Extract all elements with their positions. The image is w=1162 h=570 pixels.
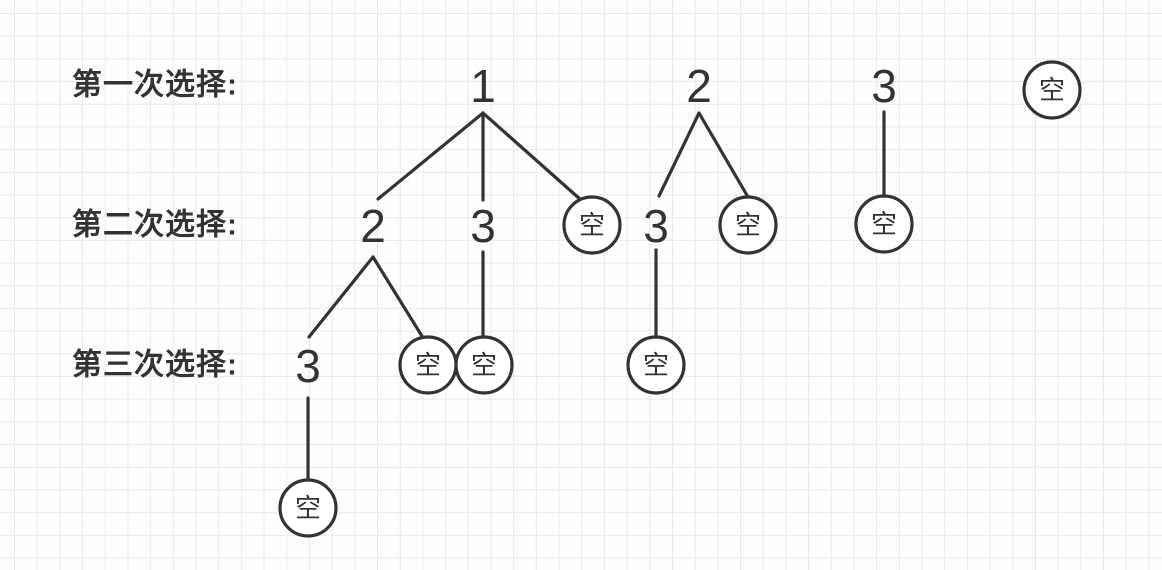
row-label-3: 第三次选择: — [72, 348, 238, 382]
node-label: 空 — [735, 210, 761, 240]
empty-node-circle — [1022, 60, 1082, 120]
empty-node-circle — [278, 478, 338, 538]
node-label: 空 — [579, 210, 605, 240]
empty-node-circle — [626, 335, 686, 395]
node-label: 3 — [643, 200, 669, 252]
empty-node-circle — [854, 194, 914, 254]
tree-node-choice1-empty: 空 — [1022, 60, 1082, 120]
node-label: 空 — [871, 209, 897, 239]
empty-node-circle — [718, 195, 778, 255]
node-label: 1 — [470, 60, 496, 112]
tree-edge-choice1-2-to-choice2-2-3 — [657, 111, 701, 198]
node-label: 空 — [415, 350, 441, 380]
node-label: 2 — [686, 60, 712, 112]
tree-node-choice3-23-empty: 空 — [626, 335, 686, 395]
node-label: 空 — [295, 493, 321, 523]
tree-edge-choice2-1-2-to-choice3-12-empty — [371, 255, 427, 343]
node-label: 空 — [643, 350, 669, 380]
tree-edge-choice1-1-to-choice2-1-2 — [376, 111, 485, 201]
node-label: 3 — [470, 200, 496, 252]
tree-node-choice4-123-empty: 空 — [278, 478, 338, 538]
tree-edge-choice1-2-to-choice2-2-empty — [697, 111, 750, 199]
tree-node-choice2-2-empty: 空 — [718, 195, 778, 255]
tree-node-choice1-1: 1 — [470, 60, 496, 112]
node-label: 3 — [295, 340, 321, 392]
empty-node-circle — [562, 195, 622, 255]
row-label-2: 第二次选择: — [72, 208, 238, 242]
node-label: 3 — [871, 60, 897, 112]
tree-node-choice1-2: 2 — [686, 60, 712, 112]
tree-edge-choice2-1-2-to-choice3-12-3 — [307, 255, 375, 339]
tree-node-choice1-3: 3 — [871, 60, 897, 112]
tree-node-choice2-3-empty: 空 — [854, 194, 914, 254]
row-label-1: 第一次选择: — [72, 68, 238, 102]
tree-edge-choice1-1-to-choice2-1-empty — [481, 111, 583, 202]
node-label: 2 — [360, 200, 386, 252]
node-label: 空 — [471, 350, 497, 380]
tree-node-choice3-12-3: 3 — [295, 340, 321, 392]
tree-node-choice2-1-2: 2 — [360, 200, 386, 252]
tree-node-choice3-13-empty: 空 — [454, 335, 514, 395]
node-label: 空 — [1039, 75, 1065, 105]
tree-node-choice2-2-3: 3 — [643, 200, 669, 252]
tree-node-choice2-1-3: 3 — [470, 200, 496, 252]
tree-node-choice3-12-empty: 空 — [398, 335, 458, 395]
empty-node-circle — [454, 335, 514, 395]
tree-node-choice2-1-empty: 空 — [562, 195, 622, 255]
